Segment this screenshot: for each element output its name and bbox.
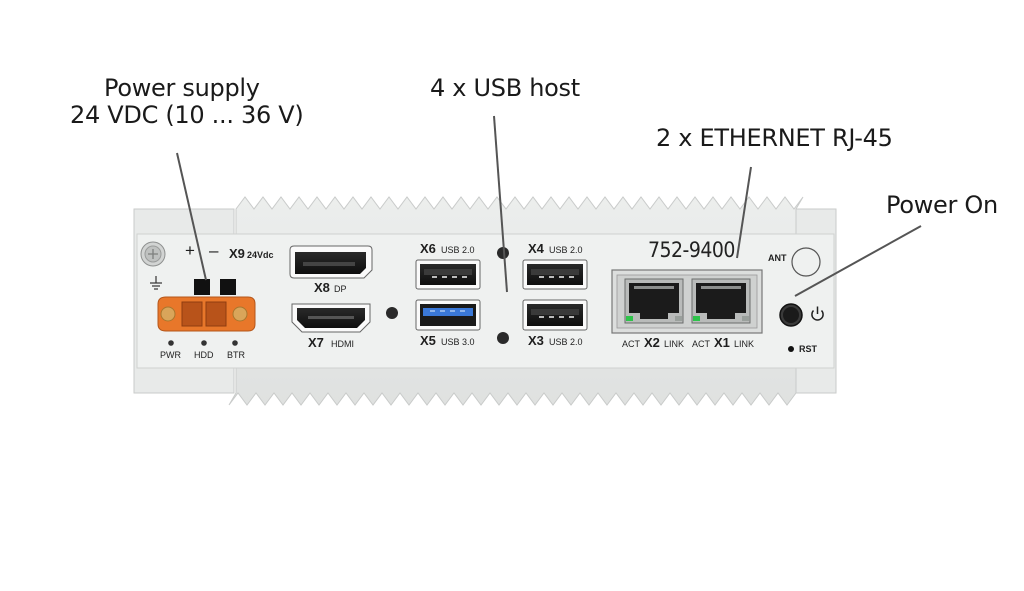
led-pwr-label: PWR xyxy=(160,350,181,360)
reset-label: RST xyxy=(799,344,817,354)
rj45-x1 xyxy=(691,278,751,324)
x9-minus-label: – xyxy=(209,241,219,260)
x1-name-label: X1 xyxy=(714,335,730,350)
usb-port-x6 xyxy=(415,259,481,290)
x9-name-label: X9 xyxy=(229,246,245,261)
ground-symbol-icon xyxy=(150,276,162,290)
x9-rating-label: 24Vdc xyxy=(247,250,274,260)
leader-ethernet xyxy=(736,166,752,259)
usb-port-x4 xyxy=(522,259,588,290)
x8-type-label: DP xyxy=(334,284,347,294)
x7-name-label: X7 xyxy=(308,335,324,350)
reset-button xyxy=(788,346,794,352)
power-on-callout: Power On xyxy=(886,191,998,219)
antenna-label: ANT xyxy=(768,253,787,263)
antenna-mount-icon xyxy=(791,247,821,277)
x2-link-label: LINK xyxy=(664,339,685,349)
mount-hole-top xyxy=(497,247,509,259)
x3-name-label: X3 xyxy=(528,333,544,348)
x5-type-label: USB 3.0 xyxy=(441,337,475,347)
x5-name-label: X5 xyxy=(420,333,436,348)
led-pwr xyxy=(168,340,174,346)
ethernet-ports xyxy=(611,269,763,334)
power-supply-callout-line1: Power supply xyxy=(104,74,260,102)
x7-type-label: HDMI xyxy=(331,339,354,349)
x2-name-label: X2 xyxy=(644,335,660,350)
hdmi-port-x7 xyxy=(291,303,371,333)
x2-act-label: ACT xyxy=(622,339,640,349)
power-symbol-icon xyxy=(811,306,824,321)
model-number: 752-9400 xyxy=(648,238,735,262)
rj45-x2 xyxy=(624,278,684,324)
led-btr-label: BTR xyxy=(227,350,245,360)
x4-name-label: X4 xyxy=(528,241,544,256)
ethernet-callout: 2 x ETHERNET RJ-45 xyxy=(656,124,893,152)
ground-screw-icon xyxy=(140,241,166,267)
led-hdd-label: HDD xyxy=(194,350,214,360)
x1-act-label: ACT xyxy=(692,339,710,349)
power-connector-x9 xyxy=(157,279,256,332)
led-hdd xyxy=(201,340,207,346)
x6-type-label: USB 2.0 xyxy=(441,245,475,255)
displayport-x8 xyxy=(289,245,373,279)
led-btr xyxy=(232,340,238,346)
x8-name-label: X8 xyxy=(314,280,330,295)
mount-hole-left xyxy=(386,307,398,319)
mount-hole-bottom xyxy=(497,332,509,344)
leader-power-on xyxy=(794,225,922,297)
usb-port-x3 xyxy=(522,299,588,331)
x4-type-label: USB 2.0 xyxy=(549,245,583,255)
x6-name-label: X6 xyxy=(420,241,436,256)
usb-port-x5 xyxy=(415,299,481,331)
leader-power-supply xyxy=(176,152,207,281)
x9-plus-label: + xyxy=(185,241,195,260)
x1-link-label: LINK xyxy=(734,339,755,349)
usb-host-callout: 4 x USB host xyxy=(430,74,580,102)
power-supply-callout-line2: 24 VDC (10 ... 36 V) xyxy=(70,101,304,129)
x3-type-label: USB 2.0 xyxy=(549,337,583,347)
leader-usb-host xyxy=(493,115,508,293)
